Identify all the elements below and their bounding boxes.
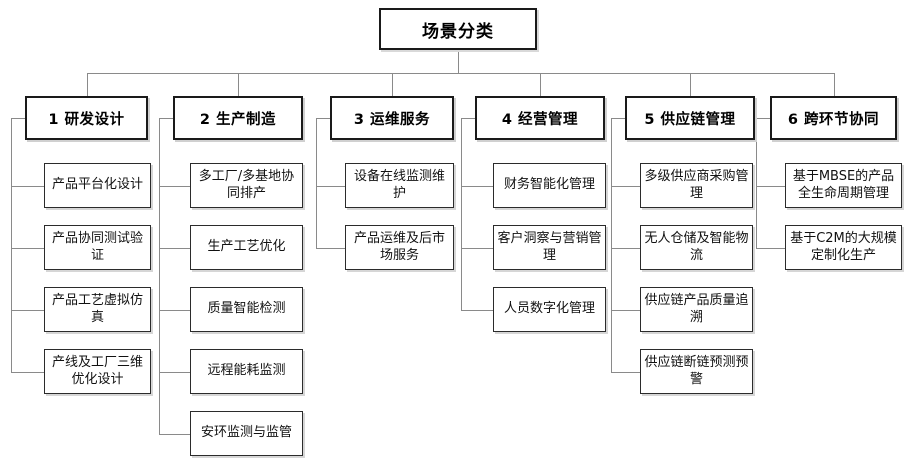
scenario-node-5-2[interactable]: 无人仓储及智能物流 [640, 225, 753, 270]
root-node-label: 场景分类 [422, 21, 494, 42]
column-trunk-connector-5 [611, 118, 612, 372]
scenario-node-5-1[interactable]: 多级供应商采购管理 [640, 163, 753, 208]
scenario-node-label: 供应链产品质量追溯 [644, 293, 749, 325]
scenario-node-4-2[interactable]: 客户洞察与营销管理 [493, 225, 606, 270]
leaf-stub-connector-4-3 [461, 309, 493, 311]
scenario-node-label: 产线及工厂三维优化设计 [51, 355, 143, 387]
scenario-node-label: 产品平台化设计 [51, 177, 143, 193]
category-node-label: 4 经营管理 [501, 111, 579, 128]
scenario-node-5-3[interactable]: 供应链产品质量追溯 [640, 287, 753, 332]
scenario-node-4-3[interactable]: 人员数字化管理 [493, 287, 606, 332]
category-node-6[interactable]: 6 跨环节协同 [770, 96, 897, 140]
leaf-stub-connector-5-1 [611, 185, 640, 187]
leaf-stub-connector-1-3 [11, 309, 44, 311]
leaf-stub-connector-4-1 [461, 185, 493, 187]
scenario-node-label: 财务智能化管理 [503, 177, 595, 193]
scenario-node-2-1[interactable]: 多工厂/多基地协同排产 [190, 163, 303, 208]
category-node-3[interactable]: 3 运维服务 [330, 96, 454, 140]
scenario-node-1-1[interactable]: 产品平台化设计 [44, 163, 151, 208]
header-stub-connector-6 [756, 118, 770, 119]
leaf-stub-connector-3-2 [316, 247, 345, 249]
scenario-node-label: 无人仓储及智能物流 [644, 231, 749, 263]
root-node: 场景分类 [379, 8, 537, 50]
bus-drop-connector-5 [690, 73, 691, 96]
bus-drop-connector-6 [833, 73, 835, 96]
column-trunk-connector-4 [461, 118, 462, 310]
category-node-5[interactable]: 5 供应链管理 [625, 96, 755, 140]
scenario-node-label: 供应链断链预测预警 [644, 355, 749, 387]
horizontal-bus-connector [86, 73, 834, 74]
scenario-node-5-4[interactable]: 供应链断链预测预警 [640, 349, 753, 394]
scenario-node-1-2[interactable]: 产品协同测试验证 [44, 225, 151, 270]
scenario-node-6-2[interactable]: 基于C2M的大规模定制化生产 [785, 225, 902, 270]
leaf-stub-connector-1-4 [11, 371, 44, 373]
category-node-label: 6 跨环节协同 [787, 111, 880, 128]
scenario-node-label: 产品协同测试验证 [51, 231, 143, 263]
leaf-stub-connector-6-1 [756, 185, 785, 187]
leaf-stub-connector-4-2 [461, 247, 493, 249]
scenario-node-3-1[interactable]: 设备在线监测维护 [345, 163, 454, 208]
bus-drop-connector-4 [540, 73, 541, 96]
leaf-stub-connector-5-2 [611, 247, 640, 249]
scenario-node-label: 安环监测与监管 [200, 425, 292, 441]
scenario-node-2-3[interactable]: 质量智能检测 [190, 287, 303, 332]
category-node-label: 5 供应链管理 [644, 111, 736, 128]
bus-drop-connector-3 [392, 73, 393, 96]
scenario-node-3-2[interactable]: 产品运维及后市场服务 [345, 225, 454, 270]
header-stub-connector-3 [316, 118, 330, 119]
leaf-stub-connector-3-1 [316, 185, 345, 187]
scenario-node-6-1[interactable]: 基于MBSE的产品全生命周期管理 [785, 163, 902, 208]
category-node-label: 1 研发设计 [48, 111, 125, 128]
scenario-node-label: 质量智能检测 [207, 301, 286, 317]
bus-drop-connector-2 [238, 73, 239, 96]
scenario-node-label: 产品运维及后市场服务 [353, 231, 445, 263]
header-stub-connector-5 [611, 118, 625, 119]
scenario-node-1-4[interactable]: 产线及工厂三维优化设计 [44, 349, 151, 394]
category-node-label: 2 生产制造 [199, 111, 277, 128]
header-stub-connector-1 [11, 118, 25, 119]
scenario-node-label: 多工厂/多基地协同排产 [198, 169, 295, 201]
category-node-4[interactable]: 4 经营管理 [475, 96, 605, 140]
category-node-1[interactable]: 1 研发设计 [25, 96, 148, 140]
leaf-stub-connector-1-2 [11, 247, 44, 249]
category-node-2[interactable]: 2 生产制造 [173, 96, 303, 140]
leaf-stub-connector-1-1 [11, 185, 44, 187]
scenario-node-label: 产品工艺虚拟仿真 [51, 293, 143, 325]
leaf-stub-connector-5-3 [611, 309, 640, 311]
column-trunk-connector-2 [159, 118, 160, 434]
column-trunk-connector-1 [11, 118, 12, 372]
leaf-stub-connector-5-4 [611, 371, 640, 373]
bus-drop-connector-1 [86, 73, 88, 96]
scenario-node-2-5[interactable]: 安环监测与监管 [190, 411, 303, 456]
scenario-node-label: 多级供应商采购管理 [644, 169, 749, 201]
leaf-stub-connector-6-2 [756, 247, 785, 249]
header-stub-connector-4 [461, 118, 475, 119]
scenario-node-2-2[interactable]: 生产工艺优化 [190, 225, 303, 270]
scenario-node-label: 基于MBSE的产品全生命周期管理 [792, 169, 895, 201]
column-trunk-connector-6 [756, 118, 757, 248]
scenario-node-2-4[interactable]: 远程能耗监测 [190, 349, 303, 394]
category-node-label: 3 运维服务 [353, 111, 431, 128]
scenario-node-label: 基于C2M的大规模定制化生产 [790, 231, 897, 263]
leaf-stub-connector-2-4 [159, 371, 190, 373]
scenario-node-label: 客户洞察与营销管理 [497, 231, 602, 263]
scenario-node-4-1[interactable]: 财务智能化管理 [493, 163, 606, 208]
column-trunk-connector-3 [316, 118, 317, 248]
scenario-node-label: 生产工艺优化 [207, 239, 286, 255]
scenario-node-label: 设备在线监测维护 [353, 169, 445, 201]
leaf-stub-connector-2-2 [159, 247, 190, 249]
scenario-node-1-3[interactable]: 产品工艺虚拟仿真 [44, 287, 151, 332]
header-stub-connector-2 [159, 118, 173, 119]
leaf-stub-connector-2-5 [159, 433, 190, 435]
root-stem-connector [458, 50, 459, 73]
scenario-node-label: 人员数字化管理 [503, 301, 595, 317]
leaf-stub-connector-2-1 [159, 185, 190, 187]
leaf-stub-connector-2-3 [159, 309, 190, 311]
scenario-node-label: 远程能耗监测 [207, 363, 286, 379]
